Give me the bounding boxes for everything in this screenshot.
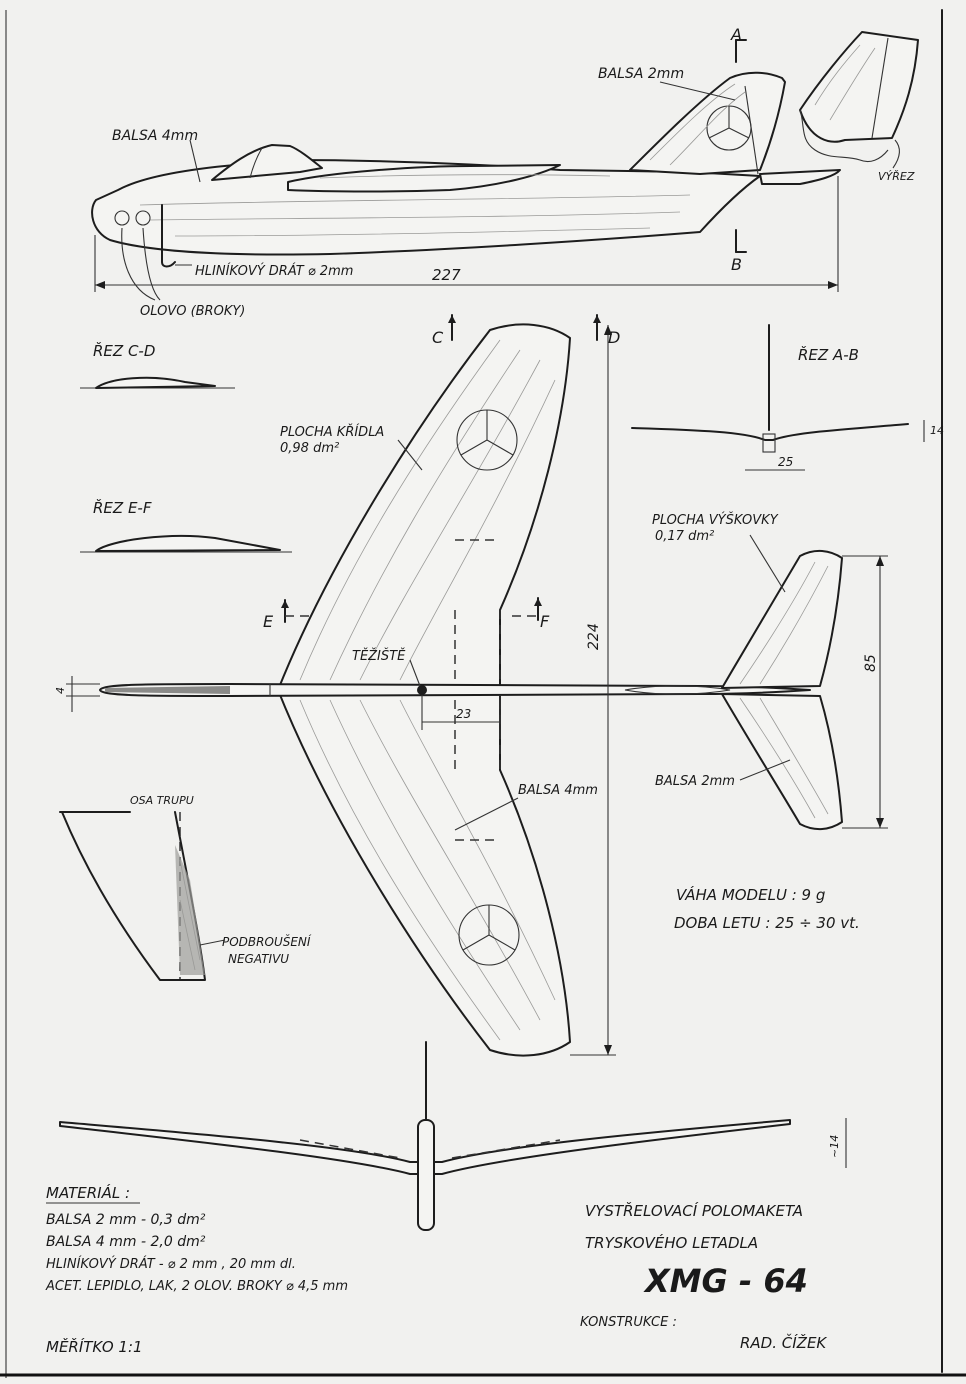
lead-shot-2	[135, 210, 151, 226]
model-specs: VÁHA MODELU : 9 g DOBA LETU : 25 ÷ 30 vt…	[674, 885, 860, 932]
front-fuselage	[417, 1119, 435, 1231]
length-dimension: 227	[432, 266, 461, 284]
fuselage-width-dimension: 4	[54, 687, 67, 694]
fuselage-plan	[99, 683, 811, 697]
stab-area-value: 0,17 dm²	[655, 529, 714, 544]
sanding-label-2: NEGATIVU	[228, 952, 289, 966]
stab-area-label: PLOCHA VÝŠKOVKY	[652, 512, 779, 528]
title-block: VYSTŘELOVACÍ POLOMAKETA TRYSKOVÉHO LETAD…	[580, 1201, 827, 1352]
material-line-4: ACET. LEPIDLO, LAK, 2 OLOV. BROKY ⌀ 4,5 …	[45, 1279, 348, 1294]
section-marker-c: C	[432, 328, 444, 347]
sanding-detail: OSA TRUPU PODBROUŠENÍ NEGATIVU	[59, 794, 312, 981]
section-ab: ŘEZ A-B 14 25	[631, 324, 944, 471]
aluminium-wire-hook	[161, 204, 176, 268]
wing-roundel-bottom	[458, 904, 520, 966]
sheet-frame	[0, 9, 966, 1378]
section-marker-f: F	[540, 612, 550, 631]
front-view: ~14	[59, 1041, 847, 1231]
material-line-3: HLINÍKOVÝ DRÁT - ⌀ 2 mm , 20 mm dl.	[46, 1256, 296, 1272]
material-line-1: BALSA 2 mm - 0,3 dm²	[46, 1212, 206, 1228]
section-ab-title: ŘEZ A-B	[798, 345, 859, 364]
model-designation: XMG - 64	[643, 1262, 808, 1300]
canopy	[211, 144, 323, 181]
title-line-1: VYSTŘELOVACÍ POLOMAKETA	[585, 1201, 803, 1220]
section-marker-e: E	[263, 612, 274, 631]
sanding-label-1: PODBROUŠENÍ	[222, 934, 312, 949]
section-ab-height: 14	[930, 424, 944, 437]
section-marker-a: A	[730, 25, 742, 44]
section-cd: ŘEZ C-D	[80, 341, 235, 389]
stab-span-dimension: 85	[863, 654, 879, 672]
balsa-fuselage-label: BALSA 4mm	[112, 128, 198, 144]
design-label: KONSTRUKCE :	[580, 1315, 677, 1330]
cutout-label: VÝŘEZ	[878, 170, 915, 183]
section-cd-title: ŘEZ C-D	[93, 341, 155, 360]
lead-shot-1	[114, 210, 130, 226]
dihedral-dimension: ~14	[828, 1135, 841, 1158]
stab-balsa-label: BALSA 2mm	[655, 774, 735, 789]
wing-area-label: PLOCHA KŘÍDLA	[280, 424, 384, 440]
fin-cutout-detail: VÝŘEZ	[799, 31, 919, 183]
center-of-gravity	[417, 685, 427, 695]
section-ef: ŘEZ E-F	[80, 498, 292, 553]
stabilizer-side	[759, 169, 841, 185]
flight-time: DOBA LETU : 25 ÷ 30 vt.	[674, 914, 860, 932]
cg-dimension: 23	[456, 707, 471, 721]
drawing-scale: MĚŘÍTKO 1:1	[46, 1337, 143, 1356]
span-dimension: 224	[586, 623, 602, 650]
wing-roundel-top	[456, 409, 518, 471]
section-ef-title: ŘEZ E-F	[93, 498, 152, 517]
lead-label: OLOVO (BROKY)	[140, 304, 245, 319]
cg-label: TĚŽIŠTĚ	[352, 648, 406, 664]
title-line-2: TRYSKOVÉHO LETADLA	[585, 1233, 758, 1252]
side-view: 227 A B BALSA 2mm BALSA 4mm HLINÍKOVÝ DR…	[91, 25, 841, 319]
section-marker-b: B	[731, 255, 742, 274]
plan-view: C D E F 224 TĚŽIŠTĚ 23 4 85	[54, 314, 888, 1057]
wire-label: HLINÍKOVÝ DRÁT ⌀ 2mm	[195, 263, 353, 279]
material-line-2: BALSA 4 mm - 2,0 dm²	[46, 1234, 206, 1250]
wing-area-value: 0,98 dm²	[280, 441, 339, 456]
fuselage-axis-label: OSA TRUPU	[130, 794, 194, 807]
wing-balsa-label: BALSA 4mm	[518, 783, 598, 798]
balsa-fin-label: BALSA 2mm	[598, 66, 684, 82]
model-weight: VÁHA MODELU : 9 g	[676, 885, 825, 904]
materials-title: MATERIÁL :	[46, 1183, 130, 1202]
designer-name: RAD. ČÍŽEK	[740, 1333, 827, 1352]
section-ab-width: 25	[778, 455, 793, 469]
materials-list: MATERIÁL : BALSA 2 mm - 0,3 dm² BALSA 4 …	[45, 1183, 348, 1294]
intake-fairing	[287, 164, 561, 193]
